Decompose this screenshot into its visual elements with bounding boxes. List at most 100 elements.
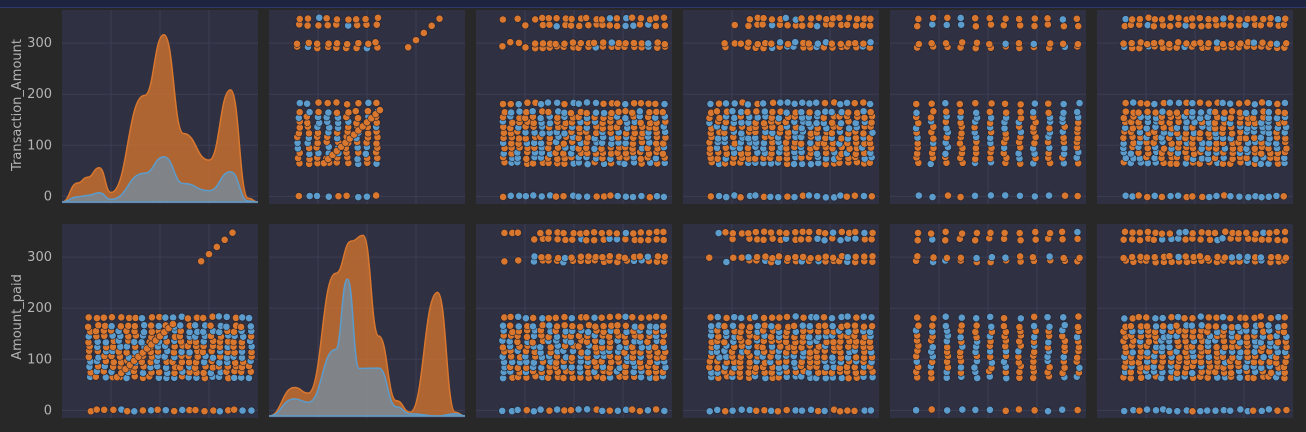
scatter-point — [583, 192, 592, 201]
scatter-point — [652, 312, 661, 321]
scatter-point — [515, 38, 523, 47]
panel-r1-c1 — [61, 10, 259, 204]
scatter-point — [427, 21, 436, 30]
scatter-point — [1173, 407, 1182, 416]
scatter-point — [1073, 406, 1082, 414]
scatter-point — [612, 229, 621, 238]
scatter-point — [737, 129, 746, 138]
scatter-point — [1030, 99, 1039, 108]
scatter-point — [807, 14, 815, 23]
scatter-point — [537, 139, 545, 148]
scatter-point — [599, 99, 608, 108]
scatter-point — [805, 322, 814, 331]
scatter-point — [1000, 322, 1008, 331]
scatter-point — [706, 192, 715, 201]
scatter-point — [590, 38, 598, 47]
scatter-point — [943, 254, 951, 262]
scatter-point — [1073, 234, 1082, 243]
scatter-point — [1267, 253, 1275, 262]
scatter-point — [575, 22, 584, 30]
scatter-point — [515, 134, 523, 143]
scatter-point — [645, 313, 654, 322]
scatter-point — [1212, 192, 1221, 200]
scatter-point — [629, 21, 638, 30]
scatter-point — [913, 236, 922, 245]
scatter-point — [514, 256, 523, 265]
scatter-point — [592, 99, 600, 107]
scatter-point — [714, 229, 723, 237]
scatter-point — [1157, 193, 1166, 201]
scatter-point — [944, 191, 952, 200]
scatter-point — [766, 192, 775, 201]
scatter-point — [94, 321, 103, 330]
scatter-point — [1143, 107, 1152, 116]
scatter-point — [844, 39, 853, 48]
scatter-point — [814, 407, 823, 415]
scatter-point — [613, 22, 621, 30]
scatter-point — [435, 14, 444, 23]
scatter-point — [815, 13, 823, 22]
scatter-point — [620, 254, 629, 262]
scatter-point — [829, 338, 838, 347]
scatter-point — [1256, 312, 1265, 321]
scatter-point — [322, 14, 331, 23]
scatter-point — [1165, 229, 1174, 238]
scatter-point — [797, 14, 806, 23]
scatter-point — [1128, 348, 1137, 357]
window-top-accent — [0, 7, 1306, 8]
scatter-point — [852, 353, 860, 362]
scatter-point — [914, 15, 923, 23]
scatter-point — [927, 39, 936, 48]
scatter-point — [599, 38, 608, 47]
scatter-point — [813, 39, 822, 48]
scatter-point — [567, 109, 575, 117]
scatter-point — [971, 327, 980, 336]
scatter-point — [1160, 144, 1168, 153]
scatter-point — [582, 14, 591, 22]
scatter-point — [522, 108, 531, 117]
scatter-point — [822, 15, 831, 24]
scatter-point — [985, 40, 994, 49]
scatter-point — [1152, 406, 1160, 415]
scatter-point — [1073, 323, 1082, 331]
scatter-point — [1128, 253, 1137, 261]
scatter-point — [1204, 39, 1213, 48]
scatter-point — [1188, 14, 1197, 23]
scatter-point — [783, 98, 792, 107]
scatter-point — [545, 321, 554, 330]
scatter-point — [644, 99, 653, 108]
scatter-point — [116, 322, 125, 331]
scatter-point — [148, 313, 156, 322]
scatter-point — [753, 322, 762, 330]
scatter-point — [590, 313, 599, 322]
scatter-point — [956, 14, 965, 22]
scatter-point — [1188, 21, 1197, 30]
scatter-point — [845, 124, 853, 133]
scatter-point — [100, 405, 109, 414]
scatter-point — [942, 107, 951, 116]
scatter-point — [621, 100, 630, 109]
scatter-point — [569, 38, 577, 47]
scatter-point — [1206, 235, 1214, 244]
scatter-point — [660, 407, 669, 415]
panel-r2-c5 — [890, 224, 1086, 418]
scatter-point — [1059, 313, 1068, 322]
scatter-point — [1166, 22, 1175, 31]
scatter-point — [1235, 192, 1244, 201]
scatter-point — [737, 405, 746, 414]
scatter-point — [544, 14, 553, 23]
scatter-point — [837, 134, 846, 143]
scatter-point — [1204, 21, 1213, 30]
scatter-point — [1257, 321, 1265, 330]
scatter-point — [314, 21, 323, 30]
scatter-point — [1143, 40, 1152, 49]
scatter-point — [791, 38, 800, 47]
scatter-point — [941, 322, 950, 330]
scatter-point — [170, 407, 179, 415]
scatter-point — [1226, 192, 1235, 201]
scatter-point — [1166, 13, 1175, 22]
scatter-point — [866, 38, 875, 47]
scatter-point — [837, 227, 846, 236]
scatter-point — [956, 333, 965, 342]
scatter-point — [1165, 406, 1173, 415]
